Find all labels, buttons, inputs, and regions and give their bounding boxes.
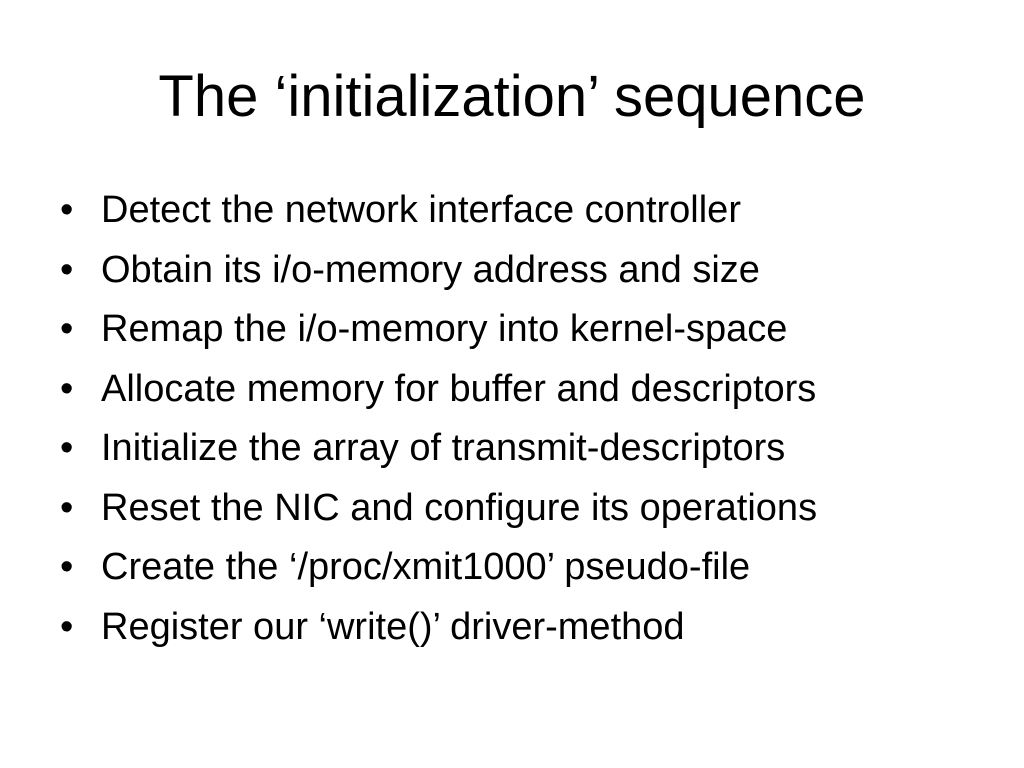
list-item: • Register our ‘write()’ driver-method — [60, 598, 1020, 658]
bullet-glyph: • — [60, 308, 74, 350]
bullet-glyph: • — [60, 605, 74, 648]
list-item: • Detect the network interface controlle… — [60, 181, 1020, 241]
bullet-glyph: • — [60, 248, 74, 291]
bullet-text: Register our ‘write()’ driver-method — [101, 605, 685, 648]
bullet-text: Obtain its i/o-memory address and size — [101, 248, 760, 291]
bullet-list: • Detect the network interface controlle… — [60, 181, 1020, 657]
list-item: • Remap the i/o-memory into kernel-space — [60, 300, 1020, 360]
list-item: • Obtain its i/o-memory address and size — [60, 241, 1020, 301]
list-item: • Reset the NIC and configure its operat… — [60, 479, 1020, 539]
bullet-glyph: • — [60, 427, 74, 469]
bullet-glyph: • — [60, 189, 74, 231]
bullet-text: Create the ‘/proc/xmit1000’ pseudo-file — [101, 546, 751, 588]
bullet-glyph: • — [60, 367, 74, 410]
bullet-text: Allocate memory for buffer and descripto… — [101, 367, 817, 410]
slide-title: The ‘initialization’ sequence — [158, 64, 866, 129]
bullet-glyph: • — [60, 486, 74, 529]
bullet-text: Initialize the array of transmit-descrip… — [101, 427, 786, 469]
bullet-glyph: • — [60, 546, 74, 588]
list-item: • Create the ‘/proc/xmit1000’ pseudo-fil… — [60, 538, 1020, 598]
bullet-text: Reset the NIC and configure its operatio… — [101, 486, 818, 529]
bullet-text: Detect the network interface controller — [101, 189, 741, 231]
list-item: • Initialize the array of transmit-descr… — [60, 419, 1020, 479]
list-item: • Allocate memory for buffer and descrip… — [60, 360, 1020, 420]
bullet-text: Remap the i/o-memory into kernel-space — [101, 308, 788, 350]
